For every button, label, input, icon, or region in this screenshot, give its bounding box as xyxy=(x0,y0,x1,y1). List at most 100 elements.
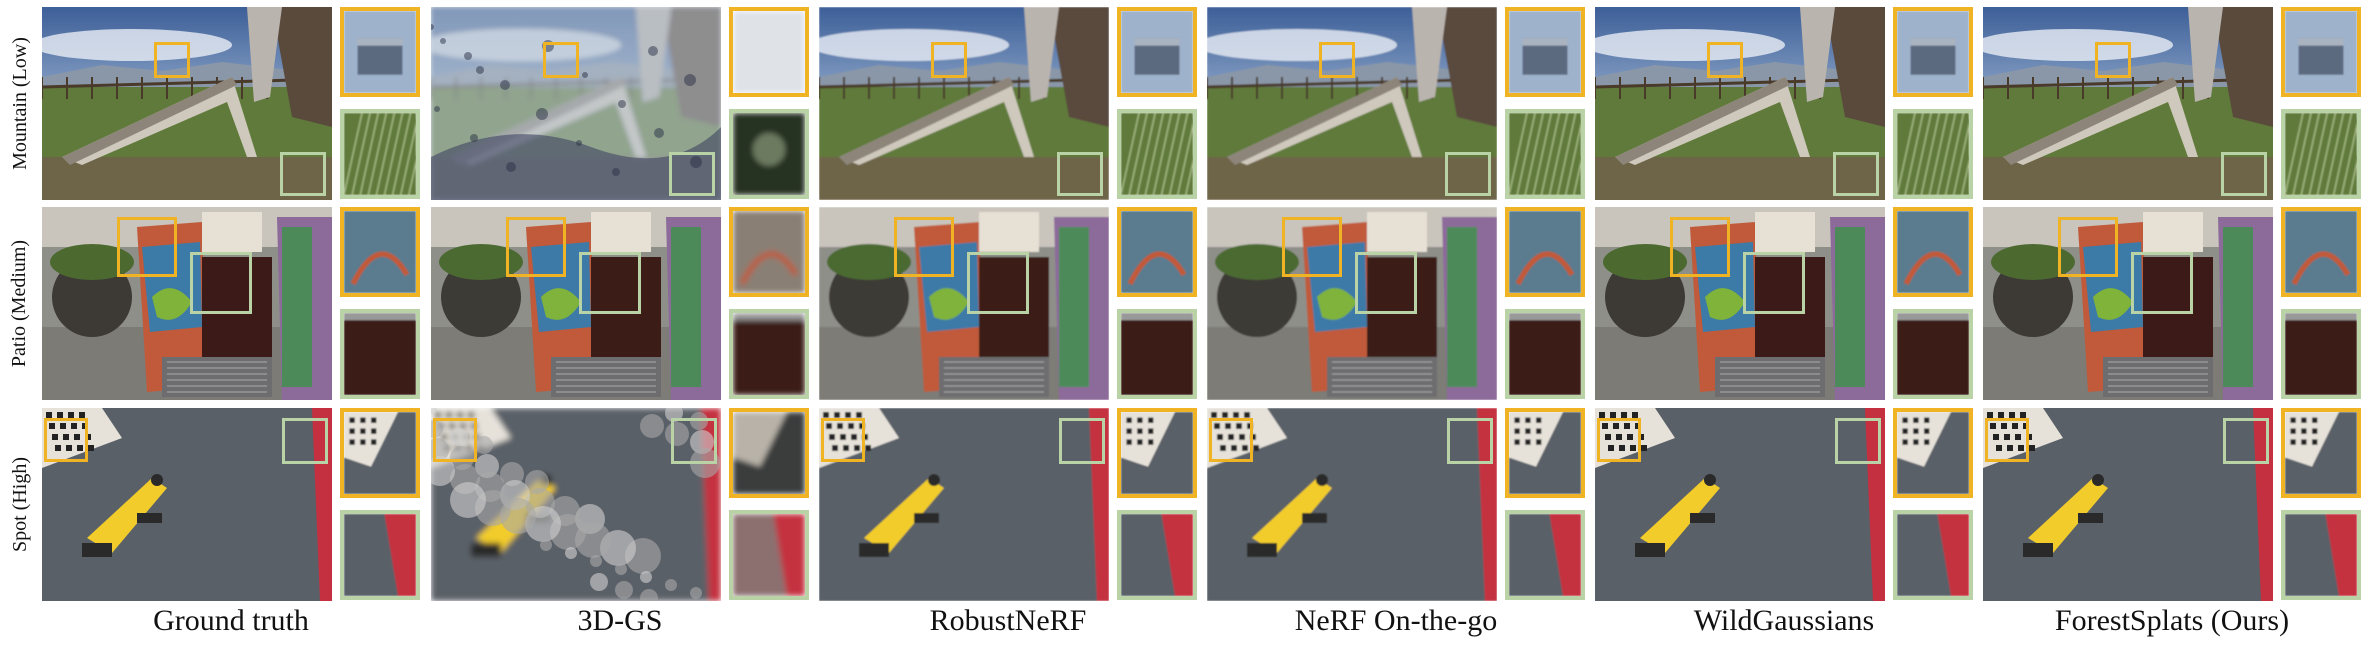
row-label-text: Patio (Medium) xyxy=(8,239,31,368)
zoom-region-secondary xyxy=(1833,152,1879,196)
zoom-crop-primary-spot-3dgs xyxy=(729,408,809,498)
zoom-crop-secondary-spot-gt xyxy=(340,510,420,600)
column-label-3dgs: 3D-GS xyxy=(577,604,663,637)
render-spot-wildgaussians xyxy=(1595,408,1885,601)
zoom-region-primary xyxy=(44,418,88,462)
zoom-region-secondary xyxy=(280,152,326,196)
column-label-gt: Ground truth xyxy=(153,604,309,637)
render-spot-gt xyxy=(42,408,332,601)
zoom-crop-secondary-patio-robustnerf xyxy=(1117,309,1197,399)
zoom-crop-primary-spot-onthego xyxy=(1505,408,1585,498)
row-label-patio: Patio (Medium) xyxy=(0,207,40,400)
zoom-crop-primary-spot-wildgaussians xyxy=(1893,408,1973,498)
render-patio-forestsplats xyxy=(1983,207,2273,400)
render-patio-3dgs xyxy=(431,207,721,400)
zoom-region-primary xyxy=(543,42,579,78)
row-label-spot: Spot (High) xyxy=(0,408,40,601)
zoom-crop-secondary-patio-wildgaussians xyxy=(1893,309,1973,399)
zoom-crop-secondary-spot-robustnerf xyxy=(1117,510,1197,600)
zoom-region-secondary xyxy=(671,418,717,464)
zoom-region-primary xyxy=(117,217,177,277)
zoom-crop-primary-mountain-onthego xyxy=(1505,7,1585,97)
zoom-region-primary xyxy=(154,42,190,78)
zoom-region-primary xyxy=(1282,217,1342,277)
row-label-text: Spot (High) xyxy=(8,457,31,552)
render-mountain-robustnerf xyxy=(819,7,1109,200)
render-mountain-3dgs xyxy=(431,7,721,200)
zoom-region-secondary xyxy=(1445,152,1491,196)
column-label-onthego: NeRF On-the-go xyxy=(1294,604,1498,637)
column-label-robustnerf: RobustNeRF xyxy=(929,604,1087,637)
zoom-crop-primary-spot-forestsplats xyxy=(2281,408,2361,498)
zoom-region-primary xyxy=(506,217,566,277)
zoom-region-primary xyxy=(2058,217,2118,277)
zoom-region-primary xyxy=(433,418,477,462)
zoom-crop-secondary-mountain-gt xyxy=(340,109,420,199)
zoom-region-primary xyxy=(1985,418,2029,462)
zoom-crop-secondary-spot-onthego xyxy=(1505,510,1585,600)
render-patio-onthego xyxy=(1207,207,1497,400)
zoom-crop-primary-patio-robustnerf xyxy=(1117,207,1197,297)
zoom-crop-primary-patio-onthego xyxy=(1505,207,1585,297)
zoom-crop-secondary-patio-gt xyxy=(340,309,420,399)
zoom-crop-primary-mountain-wildgaussians xyxy=(1893,7,1973,97)
zoom-crop-primary-mountain-forestsplats xyxy=(2281,7,2361,97)
zoom-crop-secondary-mountain-forestsplats xyxy=(2281,109,2361,199)
zoom-region-primary xyxy=(931,42,967,78)
zoom-crop-secondary-mountain-3dgs xyxy=(729,109,809,199)
zoom-region-primary xyxy=(2095,42,2131,78)
column-label-wildgaussians: WildGaussians xyxy=(1693,604,1875,637)
zoom-crop-primary-patio-forestsplats xyxy=(2281,207,2361,297)
zoom-region-secondary xyxy=(2131,252,2193,314)
render-spot-onthego xyxy=(1207,408,1497,601)
render-mountain-gt xyxy=(42,7,332,200)
zoom-crop-primary-spot-robustnerf xyxy=(1117,408,1197,498)
render-spot-forestsplats xyxy=(1983,408,2273,601)
zoom-crop-secondary-spot-forestsplats xyxy=(2281,510,2361,600)
zoom-crop-primary-patio-wildgaussians xyxy=(1893,207,1973,297)
zoom-region-secondary xyxy=(190,252,252,314)
zoom-crop-secondary-mountain-robustnerf xyxy=(1117,109,1197,199)
zoom-region-secondary xyxy=(2221,152,2267,196)
render-spot-robustnerf xyxy=(819,408,1109,601)
zoom-crop-primary-spot-gt xyxy=(340,408,420,498)
render-patio-wildgaussians xyxy=(1595,207,1885,400)
zoom-region-primary xyxy=(1707,42,1743,78)
zoom-crop-primary-mountain-robustnerf xyxy=(1117,7,1197,97)
zoom-crop-primary-mountain-gt xyxy=(340,7,420,97)
zoom-crop-secondary-mountain-wildgaussians xyxy=(1893,109,1973,199)
zoom-crop-primary-mountain-3dgs xyxy=(729,7,809,97)
zoom-region-secondary xyxy=(669,152,715,196)
zoom-region-secondary xyxy=(1835,418,1881,464)
zoom-region-secondary xyxy=(579,252,641,314)
zoom-region-primary xyxy=(1670,217,1730,277)
zoom-crop-primary-patio-gt xyxy=(340,207,420,297)
render-patio-robustnerf xyxy=(819,207,1109,400)
zoom-region-secondary xyxy=(282,418,328,464)
zoom-region-primary xyxy=(894,217,954,277)
zoom-crop-secondary-patio-onthego xyxy=(1505,309,1585,399)
render-mountain-onthego xyxy=(1207,7,1497,200)
zoom-crop-secondary-spot-wildgaussians xyxy=(1893,510,1973,600)
zoom-crop-secondary-mountain-onthego xyxy=(1505,109,1585,199)
row-label-mountain: Mountain (Low) xyxy=(0,7,40,200)
zoom-region-secondary xyxy=(967,252,1029,314)
column-label-forestsplats: ForestSplats (Ours) xyxy=(2054,604,2290,637)
zoom-crop-secondary-spot-3dgs xyxy=(729,510,809,600)
zoom-region-primary xyxy=(1319,42,1355,78)
zoom-region-secondary xyxy=(2223,418,2269,464)
render-mountain-wildgaussians xyxy=(1595,7,1885,200)
zoom-region-secondary xyxy=(1059,418,1105,464)
zoom-region-primary xyxy=(1597,418,1641,462)
zoom-region-secondary xyxy=(1057,152,1103,196)
zoom-region-primary xyxy=(821,418,865,462)
zoom-crop-secondary-patio-forestsplats xyxy=(2281,309,2361,399)
zoom-region-secondary xyxy=(1355,252,1417,314)
zoom-region-secondary xyxy=(1447,418,1493,464)
render-spot-3dgs xyxy=(431,408,721,601)
render-patio-gt xyxy=(42,207,332,400)
zoom-crop-primary-patio-3dgs xyxy=(729,207,809,297)
zoom-region-primary xyxy=(1209,418,1253,462)
render-mountain-forestsplats xyxy=(1983,7,2273,200)
zoom-crop-secondary-patio-3dgs xyxy=(729,309,809,399)
